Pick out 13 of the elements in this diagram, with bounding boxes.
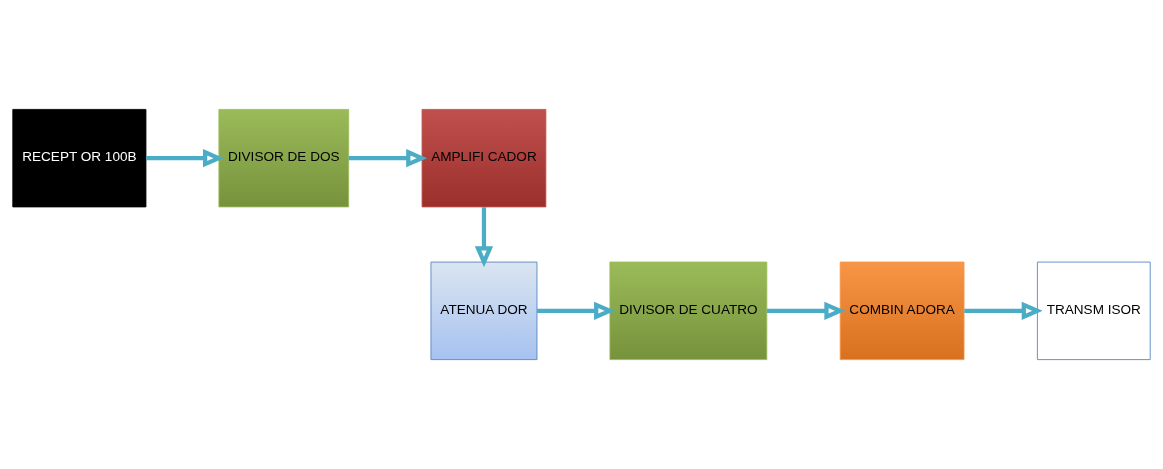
node-box: RECEPT OR 100B (12, 108, 147, 208)
node-box: ATENUA DOR (430, 261, 538, 361)
node-box: TRANSM ISOR (1036, 261, 1151, 361)
arrow (537, 301, 616, 320)
node-box: DIVISOR DE DOS (218, 108, 350, 208)
arrow (348, 149, 428, 168)
arrow (964, 301, 1043, 320)
node-box: DIVISOR DE CUATRO (609, 261, 768, 361)
node-box: COMBIN ADORA (839, 261, 965, 361)
arrow (766, 301, 846, 320)
arrow (474, 207, 494, 268)
arrow (146, 149, 224, 168)
node-box: AMPLIFI CADOR (421, 108, 547, 208)
